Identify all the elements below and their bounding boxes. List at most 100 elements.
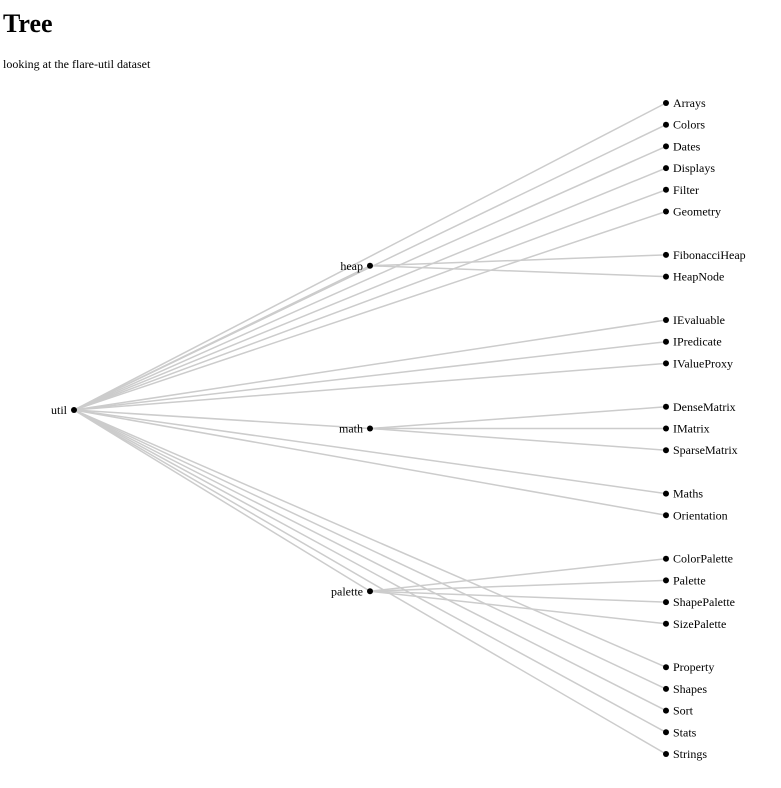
link-displays [73, 167, 667, 411]
page-subtitle: looking at the flare-util dataset [3, 57, 151, 71]
node-heap-dot [367, 262, 373, 269]
node-maths: Maths [663, 487, 703, 501]
node-sparsematrix-dot [663, 447, 669, 454]
node-colorpalette-label: ColorPalette [673, 552, 733, 566]
node-math: math [339, 422, 373, 436]
node-sizepalette-label: SizePalette [673, 617, 726, 631]
node-shapes-label: Shapes [673, 682, 707, 696]
node-strings-label: Strings [673, 747, 707, 761]
tree-links [73, 102, 667, 755]
link-sizepalette [369, 590, 667, 625]
link-heap [73, 265, 371, 411]
node-sparsematrix: SparseMatrix [663, 443, 738, 457]
node-displays-label: Displays [673, 161, 715, 175]
node-colors: Colors [663, 118, 705, 132]
node-filter-label: Filter [673, 183, 699, 197]
node-ipredicate: IPredicate [663, 335, 722, 349]
node-ivalueproxy-label: IValueProxy [673, 356, 733, 370]
link-arrays [73, 102, 667, 411]
node-shapepalette-dot [663, 599, 669, 606]
node-fibonacciheap-dot [663, 251, 669, 258]
node-colors-label: Colors [673, 118, 705, 132]
node-displays: Displays [663, 161, 715, 175]
node-ivalueproxy-dot [663, 360, 669, 367]
node-palette-dot [663, 577, 669, 584]
node-densematrix: DenseMatrix [663, 400, 736, 414]
link-maths [73, 409, 667, 495]
link-palette [73, 409, 371, 592]
node-palette-dot [367, 588, 373, 595]
link-property [73, 409, 667, 668]
node-geometry: Geometry [663, 205, 721, 219]
link-sparsematrix [369, 427, 667, 451]
node-palette-label: Palette [673, 573, 706, 587]
link-sort [73, 409, 667, 712]
node-strings: Strings [663, 747, 707, 761]
link-geometry [73, 210, 667, 411]
node-palette: palette [331, 584, 373, 598]
node-palette-label: palette [331, 584, 363, 598]
node-sort: Sort [663, 704, 694, 718]
node-geometry-dot [663, 208, 669, 215]
node-stats-dot [663, 729, 669, 736]
node-sizepalette-dot [663, 620, 669, 627]
node-sizepalette: SizePalette [663, 617, 726, 631]
node-stats-label: Stats [673, 725, 697, 739]
node-ievaluable-dot [663, 317, 669, 323]
node-heap: heap [340, 259, 373, 273]
node-math-label: math [339, 422, 363, 436]
node-math-dot [367, 425, 373, 432]
link-dates [73, 145, 667, 411]
link-orientation [73, 409, 667, 517]
node-filter: Filter [663, 183, 699, 197]
node-stats: Stats [663, 725, 697, 739]
node-heapnode: HeapNode [663, 270, 724, 284]
node-util-label: util [51, 403, 68, 417]
node-ipredicate-dot [663, 338, 669, 345]
link-ipredicate [73, 340, 667, 411]
page-title: Tree [3, 9, 53, 38]
link-strings [73, 409, 667, 755]
link-filter [73, 189, 667, 411]
node-arrays-label: Arrays [673, 96, 706, 110]
node-densematrix-dot [663, 403, 669, 410]
node-orientation-label: Orientation [673, 508, 728, 522]
node-densematrix-label: DenseMatrix [673, 400, 736, 414]
node-imatrix-dot [663, 425, 669, 432]
node-maths-label: Maths [673, 487, 703, 501]
link-fibonacciheap [369, 254, 667, 267]
node-sort-label: Sort [673, 704, 694, 718]
node-palette: Palette [663, 573, 706, 587]
node-sort-dot [663, 707, 669, 714]
node-orientation: Orientation [663, 508, 728, 522]
node-heapnode-dot [663, 273, 669, 280]
node-geometry-label: Geometry [673, 205, 721, 219]
node-displays-dot [663, 165, 669, 172]
node-property-label: Property [673, 660, 714, 674]
node-shapepalette: ShapePalette [663, 595, 735, 609]
node-imatrix: IMatrix [663, 422, 710, 436]
link-ivalueproxy [73, 362, 667, 411]
link-math [73, 409, 371, 430]
tree-nodes: util heap math palette ArraysColorsDatesDisp… [51, 96, 746, 761]
node-util-dot [71, 407, 77, 413]
node-ipredicate-label: IPredicate [673, 335, 722, 349]
node-maths-dot [663, 490, 669, 497]
node-strings-dot [663, 751, 669, 757]
node-colorpalette-dot [663, 555, 669, 562]
node-heapnode-label: HeapNode [673, 270, 724, 284]
node-heap-label: heap [340, 259, 363, 273]
node-property-dot [663, 664, 669, 671]
node-ivalueproxy: IValueProxy [663, 356, 733, 370]
link-densematrix [369, 406, 667, 430]
node-imatrix-label: IMatrix [673, 422, 710, 436]
node-colorpalette: ColorPalette [663, 552, 733, 566]
link-palette [369, 579, 667, 592]
node-shapes-dot [663, 685, 669, 692]
node-dates: Dates [663, 139, 701, 153]
link-ievaluable [73, 319, 667, 411]
link-heapnode [369, 265, 667, 278]
node-arrays-dot [663, 100, 669, 106]
node-shapes: Shapes [663, 682, 707, 696]
